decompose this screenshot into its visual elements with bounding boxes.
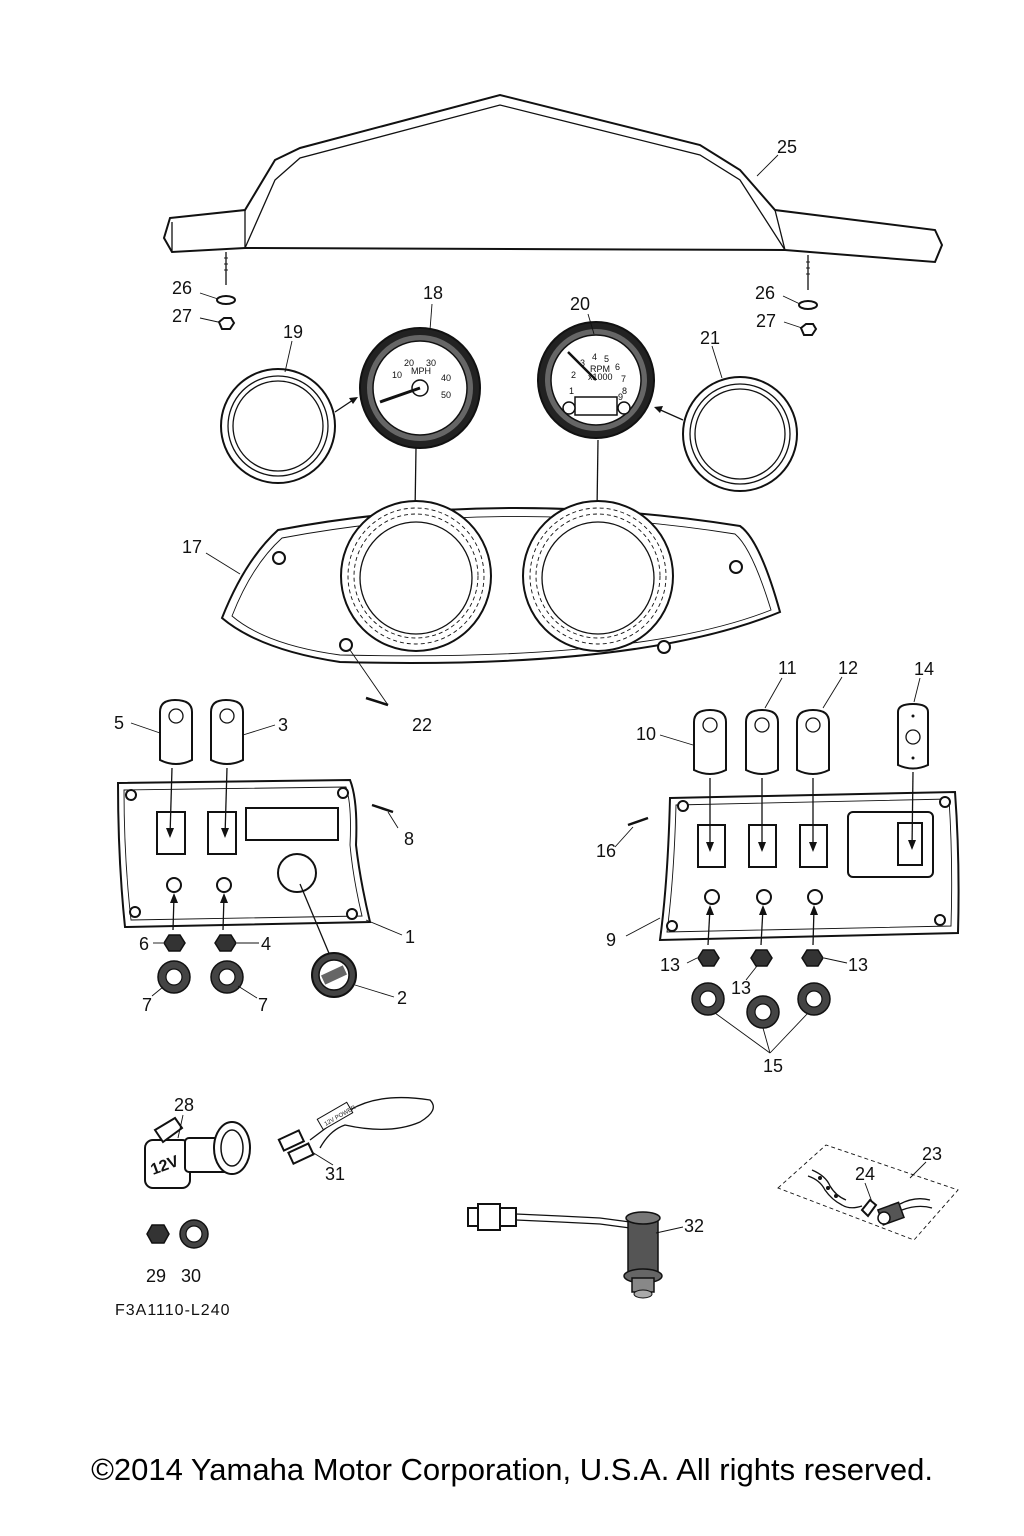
- bezel-ring-right: [682, 376, 798, 492]
- gauge-panel: [220, 500, 782, 664]
- callout-29: 29: [146, 1266, 166, 1286]
- rocker-switch-3: [210, 698, 244, 765]
- washer-nut-left: [216, 295, 236, 330]
- nut-6: [163, 934, 186, 952]
- drain-cap-2: [311, 952, 357, 998]
- callout-7: 7: [142, 995, 152, 1015]
- callout-27: 27: [756, 311, 776, 331]
- callout-3: 3: [278, 715, 288, 735]
- speedo-tick-label: 30: [426, 358, 436, 368]
- switch-14: [897, 702, 929, 770]
- cable-switch-32: [467, 1203, 663, 1299]
- nut-13-c: [801, 949, 824, 967]
- tach-tick-label: 6: [615, 362, 620, 372]
- callout-30: 30: [181, 1266, 201, 1286]
- callout-13: 13: [848, 955, 868, 975]
- callout-20: 20: [570, 294, 590, 314]
- callout-13: 13: [731, 978, 751, 998]
- callout-4: 4: [261, 934, 271, 954]
- callout-6: 6: [139, 934, 149, 954]
- tach-tick-label: 7: [621, 374, 626, 384]
- callout-26: 26: [755, 283, 775, 303]
- callout-1: 1: [405, 927, 415, 947]
- callout-22: 22: [412, 715, 432, 735]
- leader-lines: [130, 154, 927, 1234]
- callout-28: 28: [174, 1095, 194, 1115]
- callout-9: 9: [606, 930, 616, 950]
- rocker-switch-12: [796, 708, 830, 775]
- callout-7: 7: [258, 995, 268, 1015]
- speedo-tick-label: 40: [441, 373, 451, 383]
- callout-16: 16: [596, 841, 616, 861]
- callout-11: 11: [778, 658, 797, 678]
- callout-21: 21: [700, 328, 720, 348]
- rocker-switch-10: [693, 708, 727, 775]
- callout-2: 2: [397, 988, 407, 1008]
- speedo-tick-label: 50: [441, 390, 451, 400]
- rocker-switch-11: [745, 708, 779, 775]
- right-switch-panel: [658, 771, 960, 946]
- wiring-kit-23: [777, 1144, 959, 1241]
- speedo-tick-label: 20: [404, 358, 414, 368]
- screw-8: [371, 803, 394, 814]
- bezel-ring-left: [220, 368, 336, 484]
- speedometer-gauge: 10 20 30 40 50 MPH: [359, 327, 481, 449]
- callout-18: 18: [423, 283, 443, 303]
- nut-29: [146, 1224, 170, 1244]
- tach-tick-label: 1: [569, 386, 574, 396]
- callout-17: 17: [182, 537, 202, 557]
- nut-13-a: [697, 949, 720, 967]
- callout-12: 12: [838, 658, 858, 678]
- washer-30: [179, 1219, 209, 1249]
- wire-harness-12v: 12V POWER: [277, 1096, 434, 1165]
- tach-tick-label: 4: [592, 352, 597, 362]
- callout-23: 23: [922, 1144, 942, 1164]
- tach-tick-label: 9: [618, 392, 623, 402]
- callout-5: 5: [114, 713, 124, 733]
- panel-screw: [349, 649, 389, 707]
- copyright-notice: ©2014 Yamaha Motor Corporation, U.S.A. A…: [91, 1452, 933, 1487]
- callout-10: 10: [636, 724, 656, 744]
- tach-unit: RPM: [590, 364, 610, 374]
- diagram-part-code: F3A1110-L240: [115, 1302, 230, 1319]
- nut-4: [214, 934, 237, 952]
- callout-27: 27: [172, 306, 192, 326]
- washer-nut-right: [798, 300, 818, 336]
- grommet-7-left: [157, 960, 191, 994]
- grommet-15-c: [797, 982, 831, 1016]
- callout-24: 24: [855, 1164, 875, 1184]
- speedo-tick-label: 10: [392, 370, 402, 380]
- callout-31: 31: [325, 1164, 345, 1184]
- screw-16: [627, 816, 649, 827]
- callout-32: 32: [684, 1216, 704, 1236]
- callout-19: 19: [283, 322, 303, 342]
- power-socket-12v: 12V: [144, 1116, 251, 1189]
- rocker-switch-5: [159, 698, 193, 765]
- dash-cowl: [162, 93, 944, 290]
- callout-8: 8: [404, 829, 414, 849]
- callout-26: 26: [172, 278, 192, 298]
- callout-25: 25: [777, 137, 797, 157]
- callout-14: 14: [914, 659, 934, 679]
- callout-13: 13: [660, 955, 680, 975]
- tach-tick-label: 3: [580, 358, 585, 368]
- grommet-15-b: [746, 995, 780, 1029]
- tach-tick-label: 5: [604, 354, 609, 364]
- grommet-7-right: [210, 960, 244, 994]
- callout-15: 15: [763, 1056, 783, 1076]
- speedo-unit: MPH: [411, 366, 431, 376]
- grommet-15-a: [691, 982, 725, 1016]
- callout-labels: 25 26 27 26 27 18 19 20 21 17 22 5 3 8 1…: [114, 137, 942, 1286]
- tach-multiplier: x1000: [588, 372, 613, 382]
- tach-tick-label: 8: [622, 386, 627, 396]
- tach-tick-label: 2: [571, 370, 576, 380]
- left-switch-panel: [116, 767, 372, 971]
- nut-13-b: [750, 949, 773, 967]
- tachometer-gauge: 1 2 3 4 5 6 7 8 9 RPM x1000: [537, 321, 655, 439]
